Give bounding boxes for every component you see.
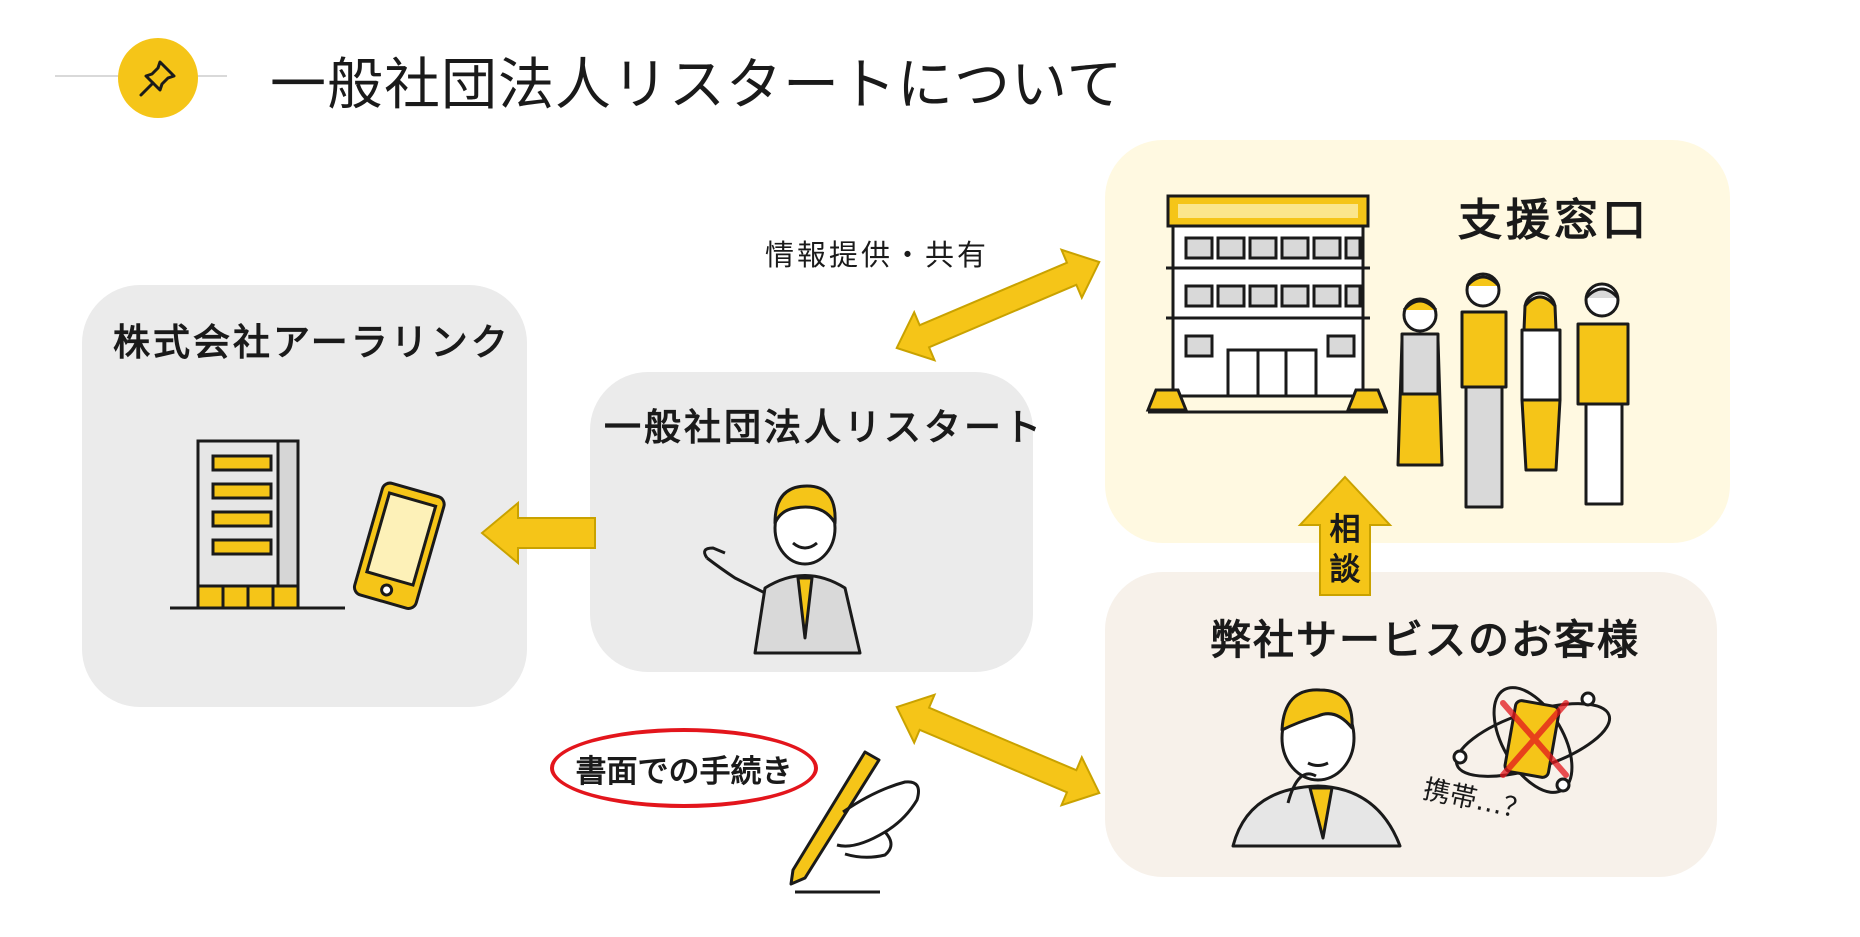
- thinking-man-icon: [1231, 688, 1402, 848]
- edge-info-share-label: 情報提供・共有: [765, 238, 990, 272]
- people-group-icon: [1396, 272, 1630, 509]
- arrow-info-share-double: [895, 248, 1101, 362]
- businessman-presenting-icon: [703, 484, 862, 655]
- edge-paper-text: 書面での手続き: [575, 753, 793, 790]
- arrow-consult: [1297, 475, 1393, 596]
- arrow-paper-double: [895, 693, 1101, 807]
- node-customer-label: 弊社サービスのお客様: [1210, 616, 1640, 664]
- edge-consult-label: 相談: [1329, 512, 1361, 588]
- node-company-label: 株式会社アーラリンク: [113, 321, 511, 364]
- office-building-icon: [170, 439, 345, 610]
- node-restart-label: 一般社団法人リスタート: [604, 406, 1044, 449]
- edge-paper-label: 書面での手続き: [550, 728, 818, 808]
- smartphone-icon: [352, 481, 446, 610]
- node-support-label: 支援窓口: [1458, 195, 1650, 246]
- arrow-restart-to-company: [480, 500, 596, 566]
- office-building-icon: [1145, 194, 1389, 414]
- crossed-phone-icon: [1452, 686, 1612, 794]
- pen-writing-icon: [789, 750, 920, 894]
- node-company-box: [82, 285, 527, 707]
- pushpin-icon: [118, 38, 198, 118]
- page-title: 一般社団法人リスタートについて: [270, 53, 1124, 118]
- node-customer-box: [1105, 572, 1717, 877]
